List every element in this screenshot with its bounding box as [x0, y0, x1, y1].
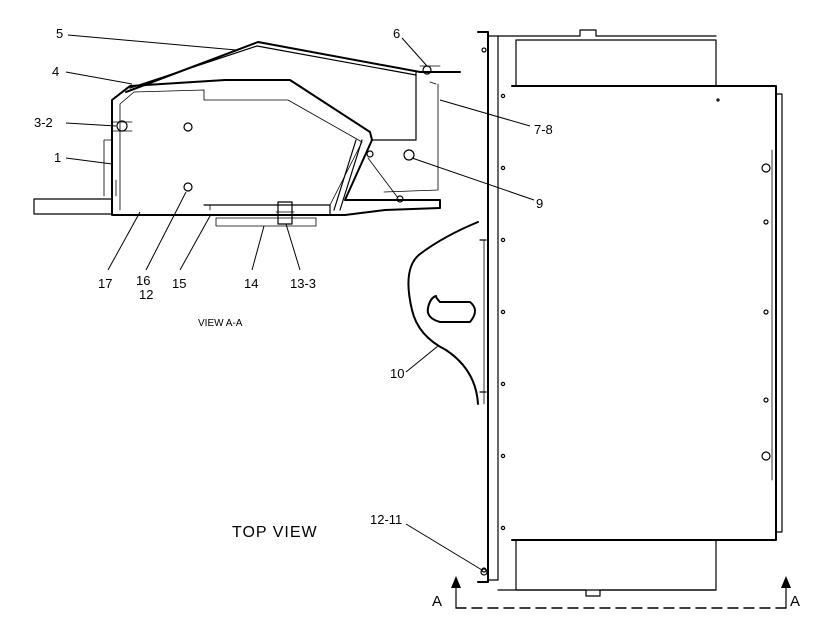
callout-10: 10 [390, 366, 404, 381]
view-aa-leaders [65, 34, 535, 271]
section-marker-right: A [790, 593, 800, 610]
callout-3-2: 3-2 [34, 115, 53, 130]
callout-14: 14 [244, 276, 258, 291]
section-line-aa [451, 576, 791, 609]
section-marker-left: A [432, 593, 442, 610]
top-view-assembly [407, 29, 783, 597]
callout-15: 15 [172, 276, 186, 291]
callout-4: 4 [52, 64, 59, 79]
view-aa-caption: VIEW A-A [198, 318, 243, 329]
callout-16: 16 [136, 273, 150, 288]
callout-12-11: 12-11 [370, 512, 402, 527]
view-aa-callouts: 5 6 4 3-2 7-8 1 9 17 16 12 15 14 13-3 VI… [34, 26, 553, 329]
section-view-aa [33, 41, 461, 227]
callout-6: 6 [393, 26, 400, 41]
callout-9: 9 [536, 196, 543, 211]
callout-17: 17 [98, 276, 112, 291]
callout-1: 1 [54, 150, 61, 165]
top-view-caption: TOP VIEW [232, 524, 318, 541]
callout-5: 5 [56, 26, 63, 41]
top-view-leaders [405, 345, 483, 571]
callout-12: 12 [139, 287, 153, 302]
callout-13-3: 13-3 [290, 276, 316, 291]
section-markers: A A [432, 593, 800, 610]
top-view-callouts: 10 12-11 TOP VIEW [232, 366, 404, 541]
callout-7-8: 7-8 [534, 122, 553, 137]
